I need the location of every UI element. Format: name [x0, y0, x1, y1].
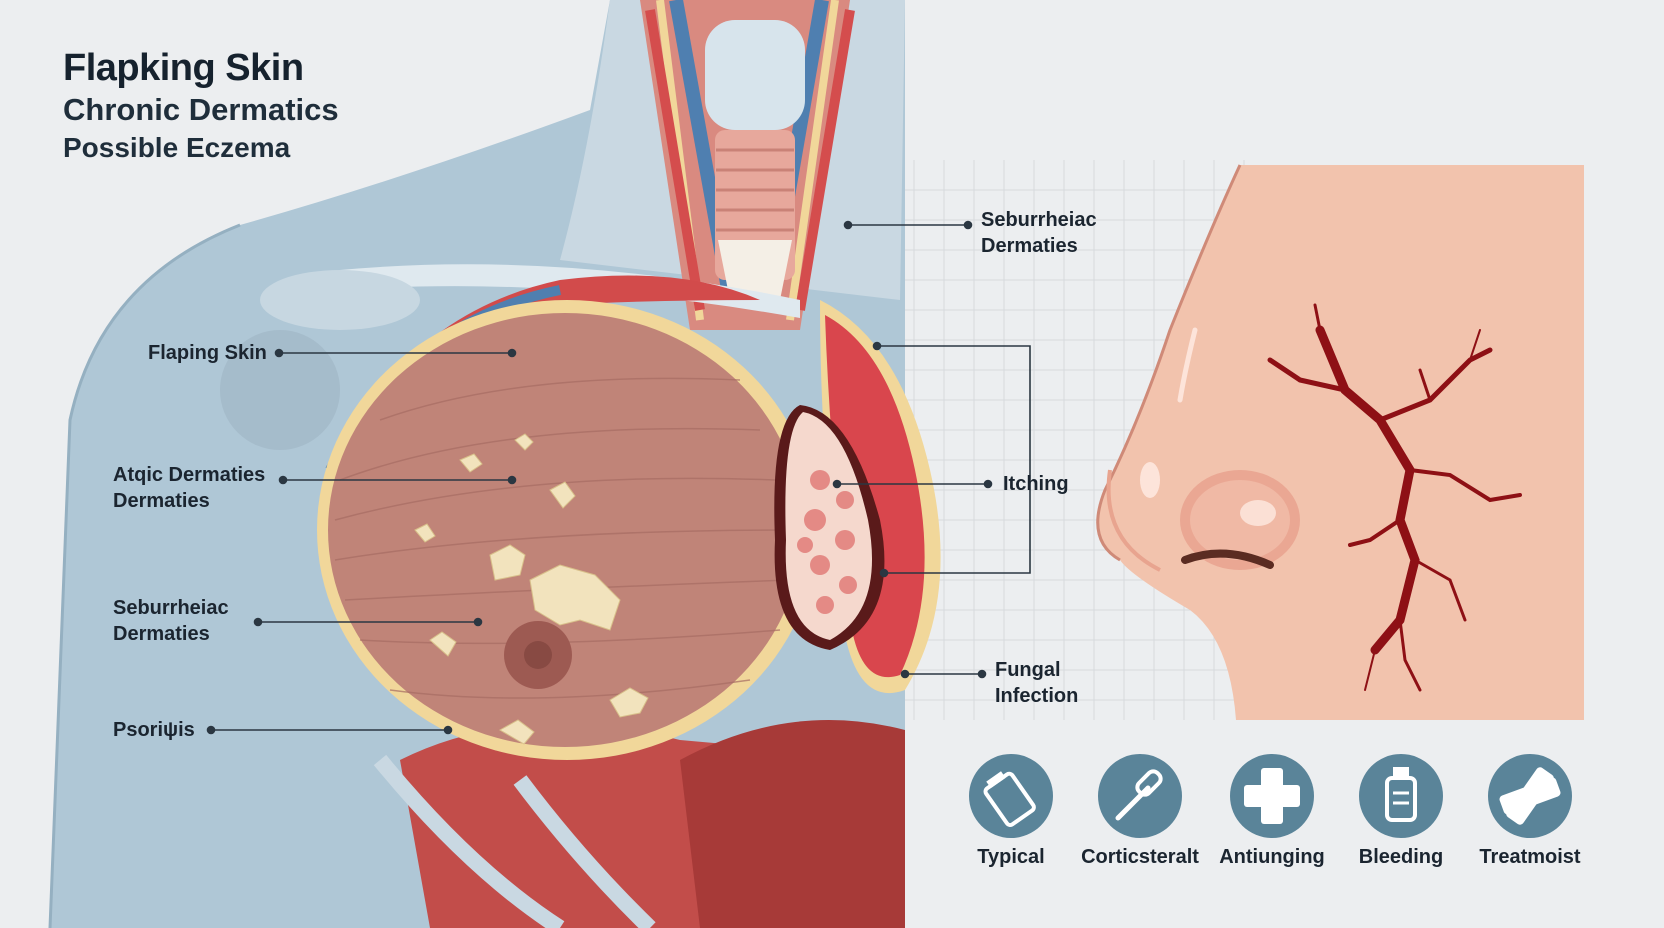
treatment-label: Antiunging — [1219, 846, 1325, 868]
label-seborrheic-left-line-1: Seburrheiac — [113, 597, 229, 619]
label-flaking-skin: Flaping Skin — [148, 342, 267, 364]
label-atopic-line-2: Dermaties — [113, 490, 210, 512]
label-seborrheic-right-line-1: Seburrheiac — [981, 209, 1097, 231]
vial-icon — [969, 754, 1053, 838]
treatment-icons — [969, 754, 1572, 838]
treatment-label: Bleeding — [1358, 846, 1444, 868]
title-line-2: Chronic Dermatics — [63, 92, 339, 127]
cross-icon — [1230, 754, 1314, 838]
bottle-icon — [1359, 754, 1443, 838]
nose-illustration — [1096, 164, 1584, 720]
dropper-icon — [1098, 754, 1182, 838]
label-atopic-line-1: Atqic Dermaties — [113, 464, 266, 486]
label-fungal-line-1: Fungal — [995, 659, 1061, 681]
skin-crack — [1267, 303, 1522, 692]
treatment-label: Treatmoist — [1479, 846, 1581, 868]
title-line-3: Possible Eczema — [63, 132, 291, 163]
torso-illustration — [48, 0, 941, 928]
label-seborrheic-right-line-2: Dermaties — [981, 235, 1078, 257]
label-itching: Itching — [1003, 473, 1069, 495]
label-psoriasis: Psoriψis — [113, 719, 195, 741]
treatment-label: Typical — [977, 846, 1045, 868]
title-line-1: Flapking Skin — [63, 47, 304, 89]
label-seborrheic-left-line-2: Dermaties — [113, 623, 210, 645]
label-fungal-line-2: Infection — [995, 685, 1079, 707]
diagram-title: Flapking Skin Chronic Dermatics Possible… — [63, 46, 339, 166]
treatment-label: Corticsteralt — [1081, 846, 1199, 868]
bandage-icon — [1488, 754, 1572, 838]
leader-lines — [206, 220, 1031, 735]
